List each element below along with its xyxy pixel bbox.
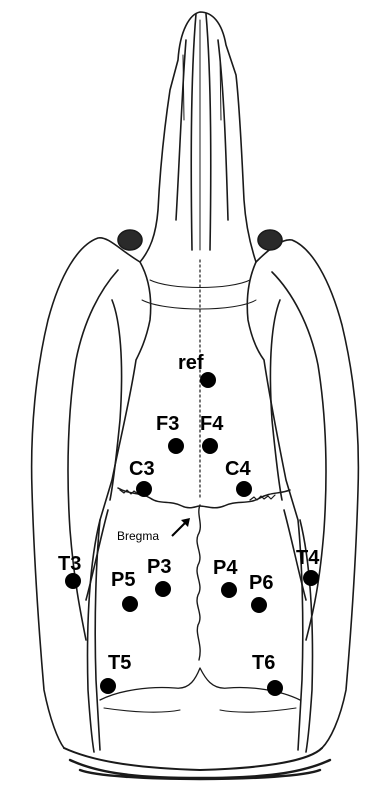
- orbit-right: [258, 230, 282, 250]
- electrode-label-P5: P5: [111, 569, 135, 591]
- frontal-bone-outline-right: [247, 262, 303, 750]
- electrode-labels: ref F3 F4 C3 C4 P3 P4 P5 P6 T3 T4 T5 T6: [58, 352, 320, 674]
- electrode-dot-ref: [200, 372, 216, 388]
- coronal-suture-zigzag-right: [250, 495, 275, 500]
- bregma-label: Bregma: [117, 529, 159, 543]
- bregma-landmark: Bregma: [117, 518, 190, 543]
- zygomatic-arch-inner-right: [272, 272, 326, 640]
- electrode-dot-T6: [267, 680, 283, 696]
- electrode-label-T6: T6: [252, 652, 275, 674]
- snout-outline: [140, 12, 256, 262]
- electrode-dot-T5: [100, 678, 116, 694]
- electrode-dot-F3: [168, 438, 184, 454]
- electrode-label-P4: P4: [213, 557, 238, 579]
- electrode-label-F4: F4: [200, 413, 224, 435]
- nasal-suture-left: [191, 14, 196, 250]
- electrode-dot-T3: [65, 573, 81, 589]
- electrode-dots: [65, 372, 319, 696]
- electrode-label-P6: P6: [249, 572, 273, 594]
- electrode-dot-C3: [136, 481, 152, 497]
- arch-loop-left: [86, 300, 122, 600]
- nasal-suture-right: [206, 14, 211, 250]
- electrode-label-C3: C3: [129, 458, 155, 480]
- nasal-lines: [183, 20, 221, 250]
- electrode-dot-P6: [251, 597, 267, 613]
- electrode-dot-P5: [122, 596, 138, 612]
- sagittal-suture-posterior: [197, 505, 200, 660]
- frontal-bone-outline: [95, 262, 150, 750]
- frontal-suture-lines: [142, 280, 256, 309]
- snout-inner-left: [176, 40, 186, 220]
- electrode-label-ref: ref: [178, 352, 204, 374]
- electrode-label-T3: T3: [58, 553, 81, 575]
- electrode-label-P3: P3: [147, 556, 171, 578]
- electrode-dot-F4: [202, 438, 218, 454]
- electrode-label-T5: T5: [108, 652, 131, 674]
- electrode-label-F3: F3: [156, 413, 179, 435]
- electrode-dot-C4: [236, 481, 252, 497]
- electrode-label-C4: C4: [225, 458, 251, 480]
- orbit-left: [118, 230, 142, 250]
- electrode-label-T4: T4: [296, 547, 320, 569]
- occipital-outline: [64, 748, 322, 770]
- snout-inner-right: [218, 40, 228, 220]
- electrode-dot-P3: [155, 581, 171, 597]
- electrode-dot-P4: [221, 582, 237, 598]
- electrode-dot-T4: [303, 570, 319, 586]
- interparietal-line: [104, 708, 296, 712]
